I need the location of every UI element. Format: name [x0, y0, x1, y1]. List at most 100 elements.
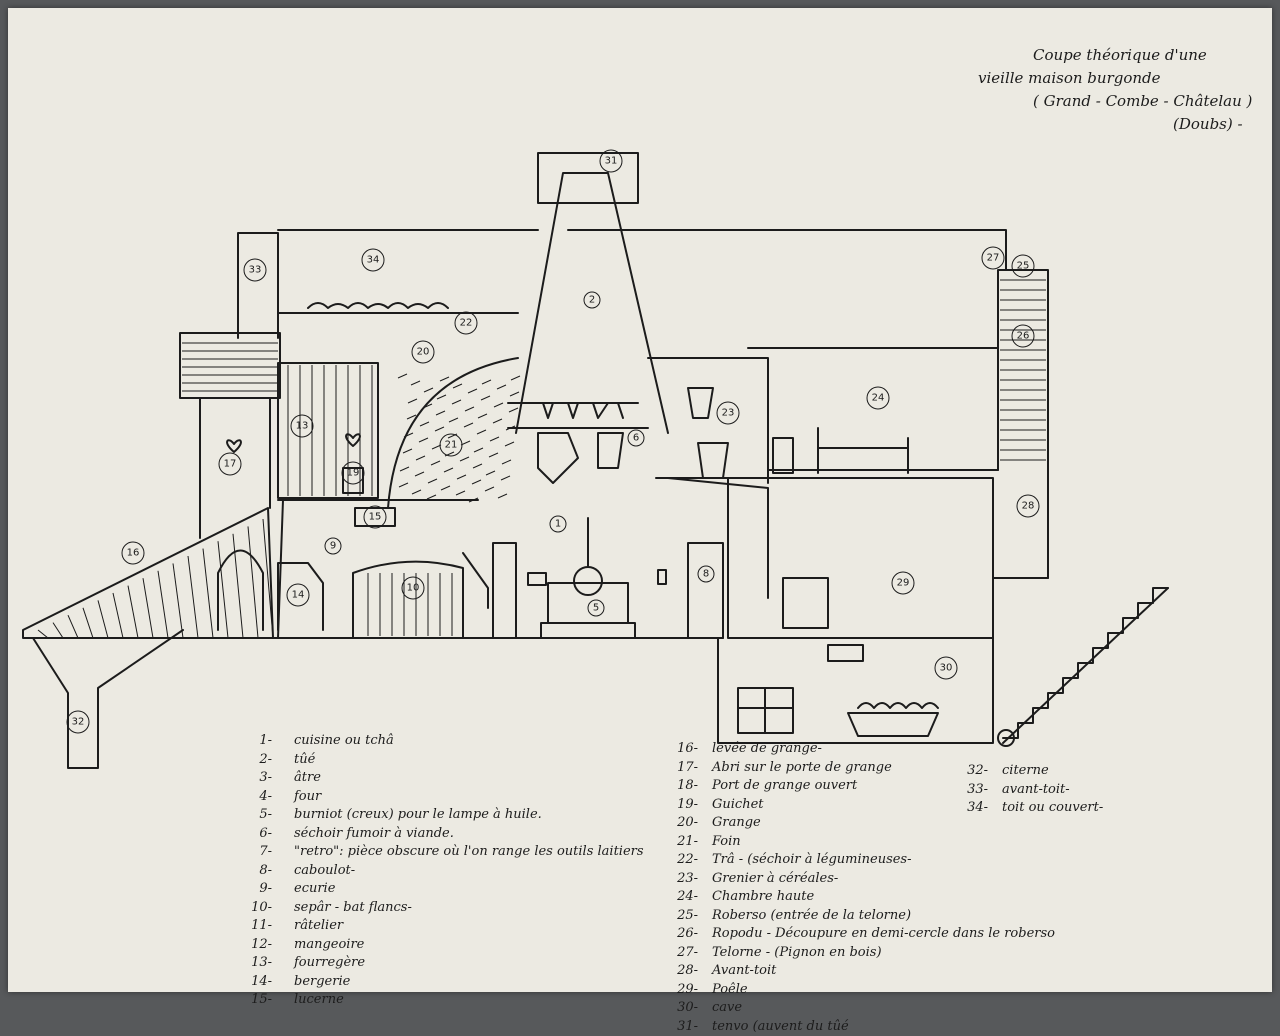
circled-label: 25 — [1012, 255, 1034, 277]
circled-label-text: 8 — [703, 569, 709, 580]
legend-item: 6-séchoir fumoir à viande. — [236, 825, 644, 844]
legend-item: 5-burniot (creux) pour le lampe à huile. — [236, 806, 644, 825]
legend-text: Avant-toit — [712, 962, 776, 981]
circled-label: 33 — [244, 259, 266, 281]
legend-text: toit ou couvert- — [1002, 799, 1103, 818]
legend-number: 14- — [236, 973, 272, 992]
legend-number: 7- — [236, 843, 272, 862]
legend-item: 7- "retro": pièce obscure où l'on range l… — [236, 843, 644, 862]
legend-item: 26-Ropodu - Découpure en demi-cercle dan… — [668, 925, 1055, 944]
legend-number: 22- — [668, 851, 698, 870]
legend-text: âtre — [294, 769, 321, 788]
circled-label: 20 — [412, 341, 434, 363]
legend-text: citerne — [1002, 762, 1049, 781]
title-block: Coupe théorique d'une vieille maison bur… — [978, 44, 1268, 136]
legend-number: 21- — [668, 833, 698, 852]
legend-text: séchoir fumoir à viande. — [294, 825, 454, 844]
legend-number: 12- — [236, 936, 272, 955]
legend-item: 3-âtre — [236, 769, 644, 788]
legend-text: Telorne - (Pignon en bois) — [712, 944, 882, 963]
legend-item: 14-bergerie — [236, 973, 644, 992]
circled-label-text: 27 — [987, 253, 1000, 264]
circled-label-text: 24 — [872, 393, 885, 404]
legend-item: 23- Grenier à céréales- — [668, 870, 1055, 889]
circled-label-text: 30 — [940, 663, 953, 674]
canopy-hatching — [182, 343, 278, 391]
legend-item: 34- toit ou couvert- — [958, 799, 1103, 818]
circled-label-text: 32 — [72, 717, 85, 728]
circled-label-text: 23 — [722, 408, 735, 419]
legend-item: 33-avant-toit- — [958, 781, 1103, 800]
ramp-hatching — [38, 519, 273, 638]
legend-number: 23- — [668, 870, 698, 889]
circled-label: 23 — [717, 402, 739, 424]
legend-number: 13- — [236, 954, 272, 973]
circled-label-text: 9 — [330, 541, 336, 552]
legend-text: cave — [712, 999, 742, 1018]
legend-number: 27- — [668, 944, 698, 963]
circled-label: 30 — [935, 657, 957, 679]
circled-label-text: 6 — [633, 433, 639, 444]
heart-icon — [227, 440, 241, 452]
legend-number: 15- — [236, 991, 272, 1010]
legend-number: 20- — [668, 814, 698, 833]
legend-number: 28- — [668, 962, 698, 981]
legend-text: "retro": pièce obscure où l'on range les… — [294, 843, 644, 862]
circled-label-text: 1 — [555, 519, 561, 530]
legend-item: 4-four — [236, 788, 644, 807]
legend-text: lucerne — [294, 991, 344, 1010]
legend-item: 32-citerne — [958, 762, 1103, 781]
legend-number: 26- — [668, 925, 698, 944]
circled-label-text: 5 — [593, 603, 599, 614]
diagram-labels: 1256891013141516171920212223242526272829… — [67, 150, 1039, 733]
legend-item: 10-sepâr - bat flancs- — [236, 899, 644, 918]
legend-number: 1- — [236, 732, 272, 751]
legend-number: 16- — [668, 740, 698, 759]
legend-number: 34- — [958, 799, 988, 818]
circled-label-text: 16 — [127, 548, 140, 559]
circled-label-text: 20 — [417, 347, 430, 358]
circled-label-text: 22 — [460, 318, 473, 329]
legend-item: 27- Telorne - (Pignon en bois) — [668, 944, 1055, 963]
circled-label: 28 — [1017, 495, 1039, 517]
circled-label: 6 — [628, 430, 644, 446]
legend-number: 17- — [668, 759, 698, 778]
legend-item: 25-Roberso (entrée de la telorne) — [668, 907, 1055, 926]
legend-text: cuisine ou tchâ — [294, 732, 394, 751]
circled-label: 14 — [287, 584, 309, 606]
legend-text: Poêle — [712, 981, 748, 1000]
legend-text: ecurie — [294, 880, 335, 899]
legend-item: 15- lucerne — [236, 991, 644, 1010]
circled-label: 22 — [455, 312, 477, 334]
circled-label: 26 — [1012, 325, 1034, 347]
circled-label: 21 — [440, 434, 462, 456]
legend-number: 9- — [236, 880, 272, 899]
title-line-4: (Doubs) - — [978, 113, 1268, 136]
legend-number: 18- — [668, 777, 698, 796]
legend-text: Abri sur le porte de grange — [712, 759, 892, 778]
legend-text: avant-toit- — [1002, 781, 1070, 800]
legend-item: 30- cave — [668, 999, 1055, 1018]
legend-text: Grenier à céréales- — [712, 870, 838, 889]
legend-item: 2-tûé — [236, 751, 644, 770]
circled-label-text: 29 — [897, 578, 910, 589]
ramp-outline — [23, 508, 273, 638]
legend-text: burniot (creux) pour le lampe à huile. — [294, 806, 542, 825]
legend-number: 24- — [668, 888, 698, 907]
legend-number: 30- — [668, 999, 698, 1018]
title-line-2: vieille maison burgonde — [978, 67, 1268, 90]
legend-text: Chambre haute — [712, 888, 814, 907]
legend-item: 29-Poêle — [668, 981, 1055, 1000]
circled-label: 10 — [402, 577, 424, 599]
legend-item: 8-caboulot- — [236, 862, 644, 881]
circled-label: 19 — [342, 462, 364, 484]
legend-item: 1- cuisine ou tchâ — [236, 732, 644, 751]
legend-text: caboulot- — [294, 862, 355, 881]
circled-label-text: 19 — [347, 468, 360, 479]
circled-label-text: 34 — [367, 255, 380, 266]
circled-label-text: 15 — [369, 512, 382, 523]
legend-number: 19- — [668, 796, 698, 815]
legend-text: Foin — [712, 833, 741, 852]
circled-label: 2 — [584, 292, 600, 308]
